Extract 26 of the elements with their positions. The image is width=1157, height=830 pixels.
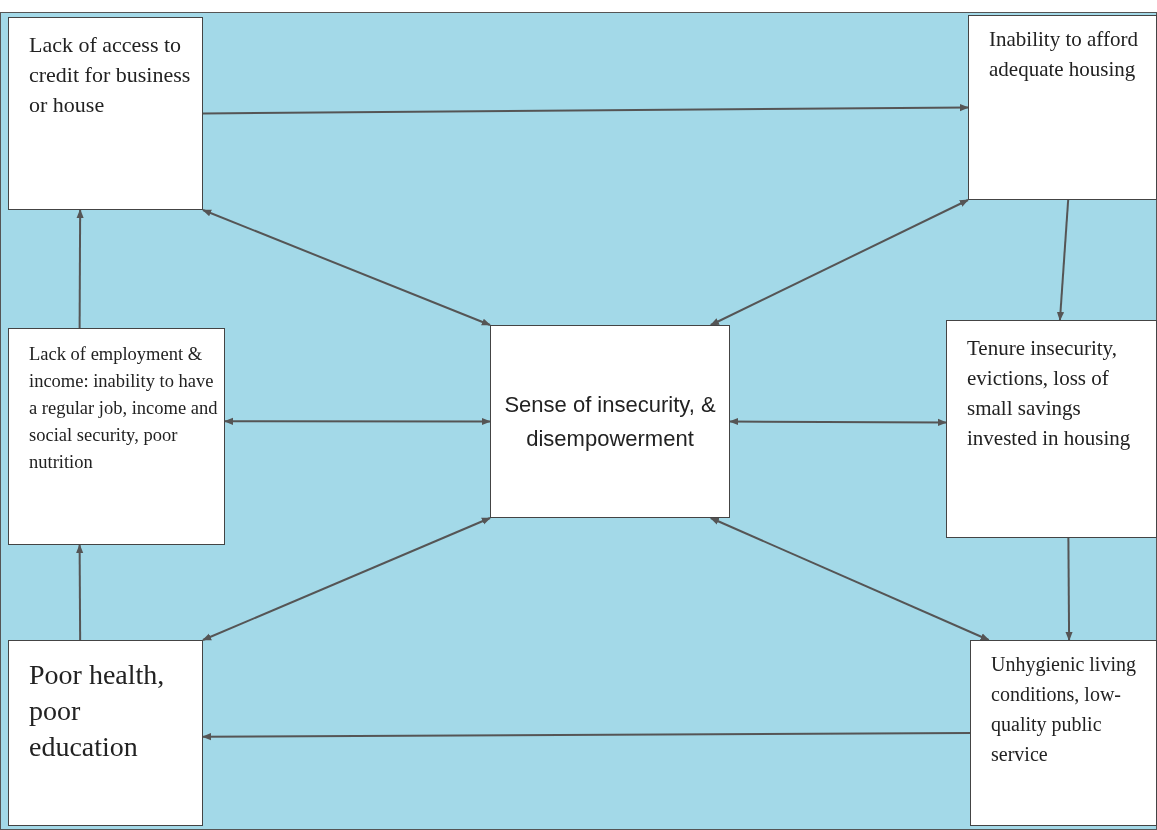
box-label: Sense of insecurity, & disempowerment: [503, 390, 717, 453]
arrow: [202, 517, 491, 641]
arrow: [1056, 199, 1070, 321]
box-label: Lack of access to credit for business or house: [29, 31, 192, 119]
text-box: [946, 320, 1157, 538]
arrow: [709, 199, 969, 326]
box-label: Lack of employment & income: inability to have a regular job, income and social security, poor nutrition: [29, 343, 219, 474]
text-box: [8, 17, 203, 210]
arrow: [729, 417, 947, 426]
arrow: [202, 103, 969, 115]
box-label: Inability to afford adequate housing: [989, 26, 1139, 83]
text-box: [970, 640, 1157, 826]
text-box: [968, 15, 1157, 200]
box-label: Poor health, poor education: [29, 658, 166, 764]
box-label: Tenure insecurity, evictions, loss of small savings invested in housing: [967, 335, 1132, 452]
arrow: [76, 209, 84, 329]
arrow: [202, 209, 491, 326]
text-box: [8, 640, 203, 826]
text-box: [490, 325, 730, 518]
text-box: [8, 328, 225, 545]
arrow: [76, 544, 84, 641]
arrow: [709, 517, 990, 641]
arrow: [202, 732, 971, 741]
arrow: [224, 417, 491, 426]
box-label: Unhygienic living conditions, low-quality public service: [991, 652, 1137, 767]
arrow: [1065, 537, 1073, 641]
